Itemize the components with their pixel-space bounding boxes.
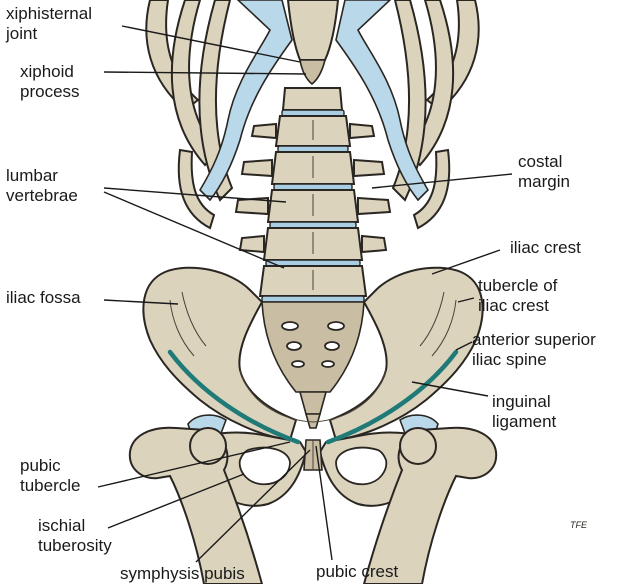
xiphoid: [300, 60, 325, 84]
label-pubic-tubercle: pubic tubercle: [20, 456, 80, 496]
label-symphysis-pubis: symphysis pubis: [120, 564, 245, 584]
label-iliac-fossa: iliac fossa: [6, 288, 81, 308]
vertebra-t12: [283, 88, 342, 110]
sacral-foramen: [287, 342, 301, 350]
sacral-foramen: [325, 342, 339, 350]
label-lumbar-vertebrae: lumbar vertebrae: [6, 166, 78, 206]
label-inguinal-ligament: inguinal ligament: [492, 392, 556, 432]
l2-transverse-right: [354, 160, 384, 176]
sacral-foramen: [322, 361, 334, 367]
artist-signature: TFE: [570, 520, 588, 530]
disc-6: [262, 296, 364, 302]
left-obturator-foramen: [240, 448, 290, 485]
l4-transverse-right: [362, 236, 386, 252]
label-xiphoid-process: xiphoid process: [20, 62, 80, 102]
l3-transverse-right: [358, 198, 390, 214]
label-costal-margin: costal margin: [518, 152, 570, 192]
label-iliac-crest: iliac crest: [510, 238, 581, 258]
right-obturator-foramen: [336, 448, 386, 485]
pelvis: [130, 268, 496, 584]
l2-transverse-left: [242, 160, 272, 176]
l1-transverse-left: [252, 124, 276, 138]
label-ischial-tuberosity: ischial tuberosity: [38, 516, 112, 556]
lumbar-spine: [236, 88, 390, 302]
coccyx-tip: [306, 414, 320, 428]
label-anterior-superior-iliac-spine: anterior superior iliac spine: [472, 330, 596, 370]
sacrum: [262, 302, 364, 392]
label-xiphisternal-joint: xiphisternal joint: [6, 4, 92, 44]
l4-transverse-left: [240, 236, 264, 252]
coccyx: [300, 392, 326, 414]
sacral-foramen: [292, 361, 304, 367]
leader-xiphoid-process: [104, 72, 306, 74]
sternum: [288, 0, 338, 60]
leader-iliac-crest: [432, 250, 500, 274]
right-femur-head: [400, 428, 436, 464]
label-tubercle-of-iliac-crest: tubercle of iliac crest: [478, 276, 557, 316]
l1-transverse-right: [350, 124, 374, 138]
sacral-foramen: [282, 322, 298, 330]
label-pubic-crest: pubic crest: [316, 562, 398, 582]
sacral-foramen: [328, 322, 344, 330]
